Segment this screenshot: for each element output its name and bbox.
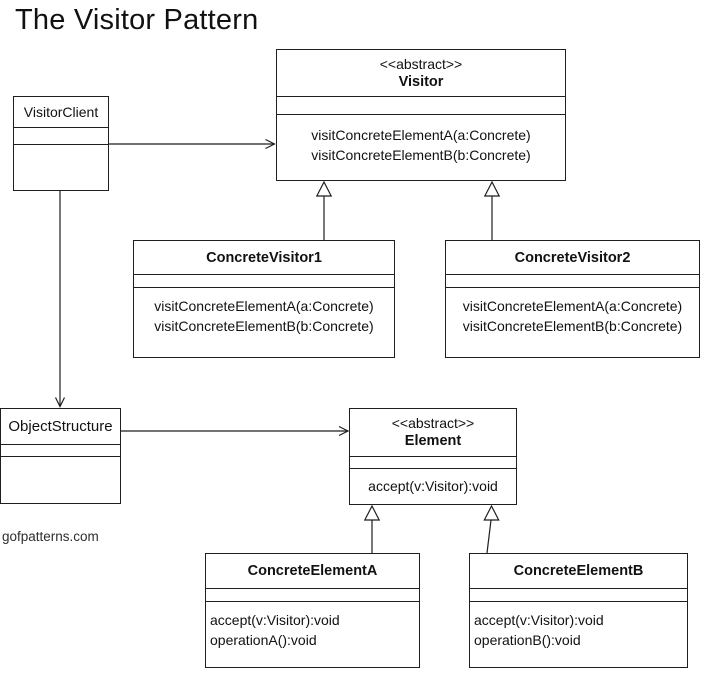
attributes-compartment	[277, 97, 565, 115]
methods-compartment	[14, 145, 108, 190]
method-label: visitConcreteElementB(b:Concrete)	[154, 317, 374, 334]
attributes-compartment	[350, 457, 516, 469]
class-name: ConcreteElementB	[513, 563, 644, 579]
method-label: accept(v:Visitor):void	[210, 612, 340, 628]
methods-compartment: visitConcreteElementA(a:Concrete) visitC…	[134, 288, 394, 357]
class-title: ConcreteVisitor1	[134, 241, 394, 275]
class-name: VisitorClient	[23, 104, 99, 120]
class-name: ConcreteElementA	[247, 563, 378, 579]
method-label: visitConcreteElementA(a:Concrete)	[462, 298, 683, 314]
method-label: visitConcreteElementB(b:Concrete)	[462, 317, 683, 334]
methods-compartment	[1, 457, 120, 503]
attributes-compartment	[1, 445, 120, 457]
class-box-objectstructure: ObjectStructure	[0, 408, 121, 504]
method-label: visitConcreteElementB(b:Concrete)	[311, 146, 531, 163]
method-label: operationB():void	[474, 631, 581, 648]
class-name: ObjectStructure	[8, 418, 113, 435]
triangle-arrow-icon	[363, 504, 381, 521]
method-label: accept(v:Visitor):void	[368, 478, 498, 494]
class-title: ObjectStructure	[1, 409, 120, 445]
class-box-concreteelementa: ConcreteElementA accept(v:Visitor):void …	[205, 553, 420, 668]
class-title: <<abstract>> Element	[350, 409, 516, 457]
triangle-arrow-icon	[315, 180, 333, 197]
class-box-visitor: <<abstract>> Visitor visitConcreteElemen…	[276, 49, 566, 181]
class-box-concretevisitor2: ConcreteVisitor2 visitConcreteElementA(a…	[445, 240, 700, 358]
methods-compartment: accept(v:Visitor):void operationB():void	[470, 602, 687, 667]
class-name: Element	[404, 433, 462, 449]
method-label: accept(v:Visitor):void	[474, 612, 604, 628]
triangle-arrow-icon	[483, 504, 500, 521]
diagram-title: The Visitor Pattern	[15, 4, 259, 36]
attributes-compartment	[206, 589, 419, 602]
triangle-arrow-icon	[483, 180, 501, 197]
class-name: Visitor	[398, 73, 444, 90]
class-name: ConcreteVisitor1	[206, 249, 322, 266]
stereotype-label: <<abstract>>	[379, 55, 463, 72]
method-label: visitConcreteElementA(a:Concrete)	[154, 298, 374, 314]
attributes-compartment	[470, 589, 687, 602]
method-label: visitConcreteElementA(a:Concrete)	[311, 127, 531, 143]
class-title: VisitorClient	[14, 97, 108, 128]
attributes-compartment	[14, 128, 108, 145]
methods-compartment: visitConcreteElementA(a:Concrete) visitC…	[277, 115, 565, 180]
methods-compartment: accept(v:Visitor):void operationA():void	[206, 602, 419, 667]
class-title: <<abstract>> Visitor	[277, 50, 565, 97]
class-box-visitorclient: VisitorClient	[13, 96, 109, 191]
class-name: ConcreteVisitor2	[514, 249, 631, 266]
watermark-text: gofpatterns.com	[2, 529, 99, 544]
gen-concreteelementb-element	[486, 519, 492, 554]
class-title: ConcreteElementB	[470, 554, 687, 589]
method-label: operationA():void	[210, 631, 317, 648]
methods-compartment: accept(v:Visitor):void	[350, 469, 516, 504]
attributes-compartment	[134, 275, 394, 288]
class-box-concretevisitor1: ConcreteVisitor1 visitConcreteElementA(a…	[133, 240, 395, 358]
open-arrow-icon	[54, 397, 66, 408]
class-title: ConcreteVisitor2	[446, 241, 699, 275]
class-title: ConcreteElementA	[206, 554, 419, 589]
class-box-element: <<abstract>> Element accept(v:Visitor):v…	[349, 408, 517, 505]
methods-compartment: visitConcreteElementA(a:Concrete) visitC…	[446, 288, 699, 357]
open-arrow-icon	[265, 138, 276, 150]
class-box-concreteelementb: ConcreteElementB accept(v:Visitor):void …	[469, 553, 688, 668]
stereotype-label: <<abstract>>	[391, 415, 475, 431]
open-arrow-icon	[338, 425, 350, 437]
attributes-compartment	[446, 275, 699, 288]
